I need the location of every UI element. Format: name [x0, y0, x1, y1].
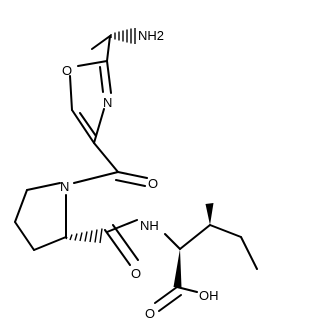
bond-amide-nh [106, 219, 138, 233]
bond-ketone-1 [117, 171, 148, 179]
bond-cooh-oh [176, 286, 198, 293]
stereo-bonds [65, 28, 214, 288]
bond-ketone-2 [115, 179, 146, 187]
bond-amide-co-1 [104, 229, 131, 266]
atom-hydroxyl: OH [199, 288, 219, 303]
wedge-bond-carboxyl [173, 249, 182, 288]
bond-c4-n3 [93, 108, 105, 144]
bond-o1-c5 [69, 75, 73, 111]
bond-c3p-c2p [33, 236, 67, 251]
bond-n-c5p [26, 182, 61, 191]
atom-labels: NH2 O N O N NH O O OH [60, 28, 219, 321]
atom-amine: NH2 [138, 28, 164, 43]
bond-amide-co-2 [112, 224, 139, 261]
hash-bond-proline [65, 228, 103, 244]
bond-ethyl-terminal [240, 236, 258, 270]
bond-n3-c2 [106, 60, 112, 94]
bond-nh-alpha [164, 233, 181, 250]
atom-amide-nh: NH [140, 218, 159, 233]
atom-amide-oxygen: O [131, 266, 141, 281]
hash-bond-amine [110, 28, 136, 44]
bond-c5-c4-inner [79, 112, 97, 137]
bond-chiral-oxazole [106, 35, 111, 62]
bond-cooh-co-1 [154, 286, 178, 304]
bond-c5p-c4p [14, 189, 28, 223]
atom-proline-nitrogen: N [60, 179, 69, 194]
atom-ketone-oxygen: O [148, 176, 158, 191]
bond-carbonyl-n [73, 171, 119, 184]
bond-cooh-co-2 [158, 294, 182, 312]
bond-c5-c4 [71, 109, 95, 144]
bond-methyl-chiral [91, 35, 111, 50]
chemical-structure: NH2 O N O N NH O O OH [14, 28, 258, 321]
bonds [14, 35, 258, 312]
bond-c4-carbonyl [93, 142, 119, 173]
atom-acid-oxygen: O [145, 306, 155, 321]
bond-c2-o1 [77, 60, 108, 67]
wedge-bond-methyl [205, 203, 214, 225]
bond-alpha-beta [179, 224, 211, 250]
bond-beta-ethyl [209, 224, 242, 238]
bond-n3-c2-inner [99, 66, 104, 93]
atom-oxazole-oxygen: O [62, 63, 72, 78]
bond-c4p-c3p [14, 221, 35, 251]
atom-oxazole-nitrogen: N [103, 95, 112, 110]
